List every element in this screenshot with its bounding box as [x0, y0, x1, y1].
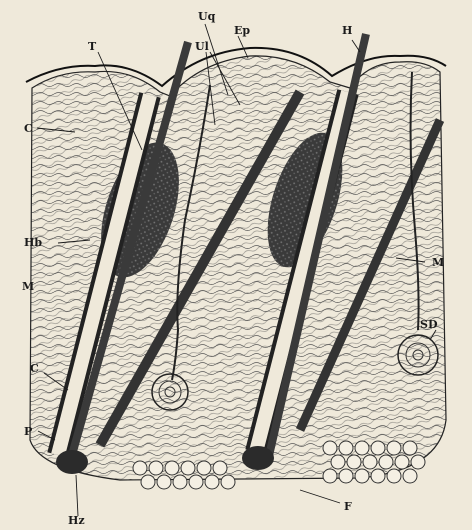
fat-cell: [387, 469, 401, 483]
label-Hz: Hz: [68, 514, 85, 527]
fat-cell: [197, 461, 211, 475]
fat-cell: [221, 475, 235, 489]
fat-cell: [323, 469, 337, 483]
fat-cell: [355, 469, 369, 483]
fat-cell: [149, 461, 163, 475]
label-M-right: M: [432, 256, 444, 269]
label-F: F: [344, 500, 352, 513]
fat-cell: [165, 461, 179, 475]
fat-cell: [371, 441, 385, 455]
label-Ep: Ep: [234, 24, 250, 37]
label-P: P: [24, 425, 32, 438]
label-SD: SD: [420, 318, 438, 331]
fat-cell: [371, 469, 385, 483]
fat-cell: [141, 475, 155, 489]
fat-cell: [181, 461, 195, 475]
fat-cell: [189, 475, 203, 489]
label-Hb: Hb: [24, 236, 42, 249]
fat-cell: [339, 441, 353, 455]
fat-cell: [323, 441, 337, 455]
fat-cell: [403, 469, 417, 483]
fat-cell: [339, 469, 353, 483]
fat-cell: [157, 475, 171, 489]
fat-cell: [411, 455, 425, 469]
fat-cell: [331, 455, 345, 469]
fat-cell: [347, 455, 361, 469]
hair-bulb-right: [242, 446, 274, 470]
label-Ul: Ul: [195, 40, 209, 53]
label-C-bottom: C: [30, 362, 39, 375]
fat-cell: [387, 441, 401, 455]
label-M-left: M: [22, 280, 34, 293]
fat-cell: [403, 441, 417, 455]
label-Uq: Uq: [198, 10, 216, 23]
fat-cell: [379, 455, 393, 469]
fat-cell: [363, 455, 377, 469]
label-T: T: [88, 40, 97, 53]
fat-cell: [205, 475, 219, 489]
label-C-top: C: [24, 122, 33, 135]
label-H: H: [342, 24, 352, 37]
fat-cell: [355, 441, 369, 455]
fat-cell: [395, 455, 409, 469]
fat-cell: [213, 461, 227, 475]
fat-cell: [133, 461, 147, 475]
hair-bulb-left: [56, 450, 88, 474]
fat-cell: [173, 475, 187, 489]
